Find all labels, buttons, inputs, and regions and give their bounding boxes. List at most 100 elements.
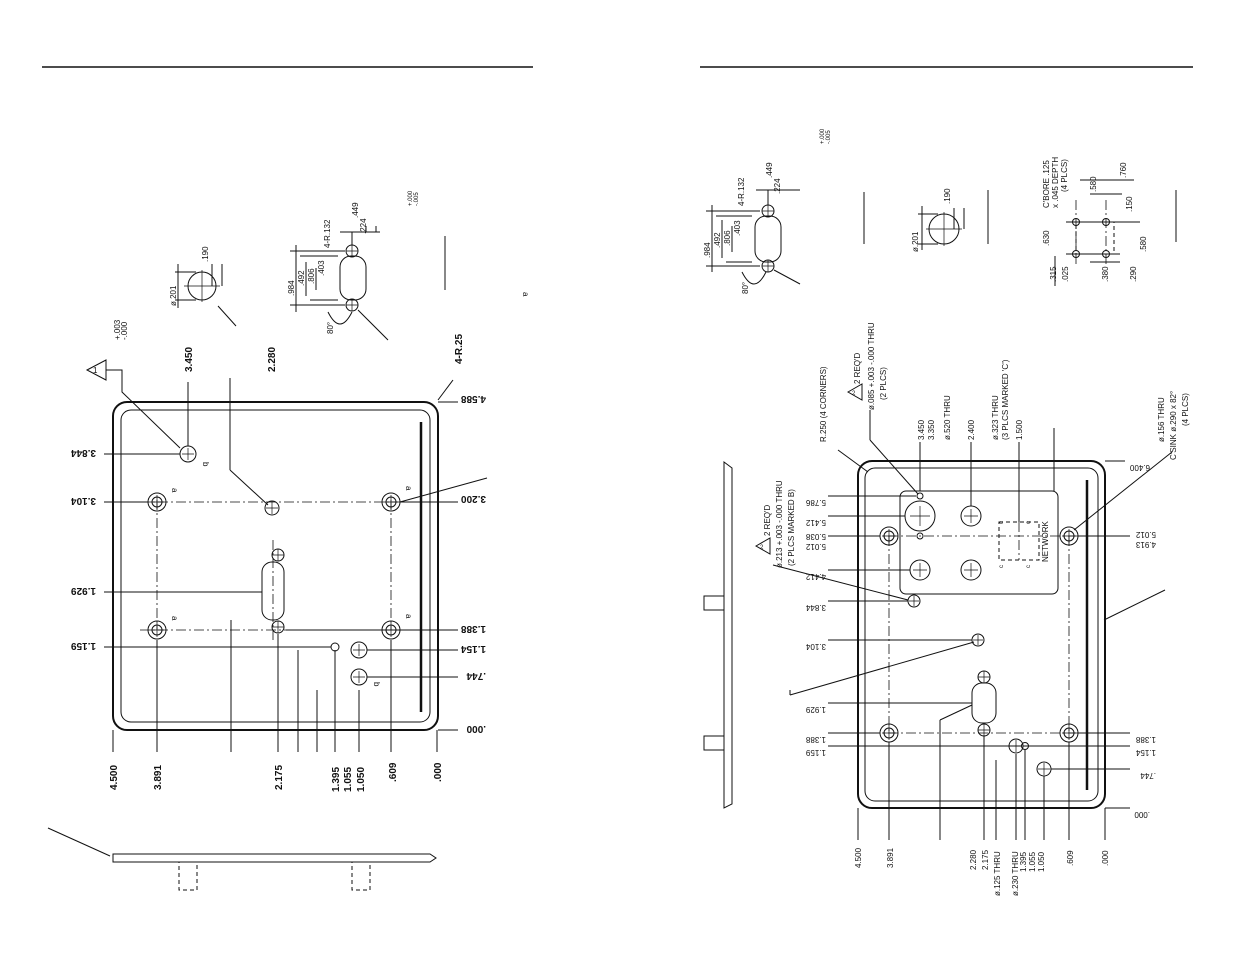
right-bottom-dims: 4.500 3.891 2.280 2.175 1.395 1.055 1.05…	[854, 847, 1110, 896]
right-extension-lines	[857, 428, 1106, 840]
label-a-4: a	[404, 614, 413, 619]
rdim-5012-r: 5.012	[1135, 530, 1156, 539]
rdsub-angle: 80°	[741, 282, 750, 294]
label-a-2: a	[404, 486, 413, 491]
cbore-630: .630	[1042, 230, 1051, 246]
label-a-top: a	[521, 292, 530, 297]
label-b-1: b	[201, 462, 210, 467]
rdim-1388-l: 1.388	[805, 735, 826, 744]
rnote-230: ø.230 THRU	[1011, 851, 1020, 896]
callout-1-number: 1	[93, 366, 98, 375]
cbore-line-1: C'BORE .125	[1042, 160, 1051, 208]
cbore-290: .290	[1129, 266, 1138, 282]
dsub-dim-492: .492	[297, 270, 306, 286]
left-mount-holes	[147, 445, 401, 686]
cbore-760: .760	[1119, 162, 1128, 178]
callout-2-number-top: 2	[852, 391, 856, 397]
csink-line-3: (4 PLCS)	[1181, 393, 1190, 426]
rhole-dim: .190	[943, 188, 952, 204]
dim-609: .609	[388, 762, 399, 782]
right-right-leaders	[772, 410, 1173, 809]
rdim-000: .000	[1101, 850, 1110, 866]
dim-2280: 2.280	[267, 347, 278, 372]
rdim-2175: 2.175	[981, 849, 990, 870]
callout-b-line-2: ø.213 +.003 -.000 THRU	[775, 480, 784, 568]
left-extension-lines	[112, 378, 438, 752]
cbore-580b: .580	[1139, 236, 1148, 252]
rdim-1154: 1.154	[1135, 748, 1156, 757]
cbore-line-2: x .045 DEPTH	[1051, 157, 1060, 208]
c-mark-1: c	[999, 521, 1005, 524]
rdim-1055: 1.055	[1028, 851, 1037, 872]
dsub-angle: 80°	[326, 322, 335, 334]
callout-2-number-left: 2	[760, 545, 764, 551]
dim-1154: 1.154	[461, 643, 486, 654]
rdsub-492: .492	[713, 232, 722, 248]
dsub-dim-403: .403	[317, 260, 326, 276]
cbore-150: .150	[1125, 196, 1134, 212]
dim-2400-r: 2.400	[967, 419, 976, 440]
hole-520-note: ø.520 THRU	[943, 395, 952, 440]
left-right-leaders	[104, 379, 488, 731]
rdim-1395: 1.395	[1019, 851, 1028, 872]
dsub-dim-449: .449	[351, 202, 360, 218]
dim-1500-r: 1.500	[1015, 419, 1024, 440]
rdim-6400: 6.400	[1129, 463, 1150, 472]
left-hole-crosshairs	[150, 448, 398, 683]
tolerance2-minus: -.005	[414, 192, 420, 206]
right-callout-2-left: 2 2 REQ'D ø.213 +.003 -.000 THRU (2 PLCS…	[754, 480, 796, 568]
rdim-3104: 3.104	[805, 642, 826, 651]
network-label: NETWORK	[1041, 520, 1050, 562]
right-network-cutout: NETWORK	[998, 520, 1050, 562]
dim-4588: 4.588	[461, 393, 486, 404]
rhole-dia: ø.201	[911, 231, 920, 252]
rdim-3844: 3.844	[805, 603, 826, 612]
rdim-1050: 1.050	[1037, 851, 1046, 872]
right-center-lines	[870, 535, 1090, 734]
rdim-5786: 5.786	[805, 498, 826, 507]
callout-a-line-3: (2 PLCS)	[879, 367, 888, 400]
rnote-125: ø.125 THRU	[993, 851, 1002, 896]
left-hole-dim: .190	[201, 246, 210, 262]
rdim-5412: 5.412	[805, 518, 826, 527]
rdim-4500: 4.500	[854, 847, 863, 868]
right-callout-2-top: 2 2 REQ'D ø.085 +.003 -.000 THRU (2 PLCS…	[846, 322, 888, 410]
rdsub-radius: 4-R.132	[737, 177, 746, 206]
left-top-dims: 3.450 2.280 4-R.25 +.003 -.000	[113, 319, 465, 372]
dim-000-right: .000	[466, 723, 486, 734]
label-a-1: a	[170, 488, 179, 493]
hole-323-note: ø.323 THRU	[991, 395, 1000, 440]
rdim-4913: 4.913	[1135, 540, 1156, 549]
dim-1395: 1.395	[331, 767, 342, 792]
right-top-notes: R.250 (4 CORNERS) 3.450 3.350 ø.520 THRU…	[819, 359, 1190, 460]
tolerance-plus: +.003	[113, 319, 122, 340]
left-plate-outline	[112, 401, 439, 731]
left-dsub-detail: .984 .492 .806 .403 4-R.132 .449 .224 80…	[287, 190, 446, 341]
right-c-markers: c c c c	[999, 521, 1032, 568]
dsub-radius: 4-R.132	[323, 219, 332, 248]
dim-744: .744	[466, 670, 486, 681]
rdim-2280: 2.280	[969, 849, 978, 870]
corner-radius-note: R.250 (4 CORNERS)	[819, 366, 828, 442]
corner-radius: 4-R.25	[454, 334, 465, 364]
rdim-5012-l: 5.012	[805, 542, 826, 551]
cbore-580: .580	[1089, 176, 1098, 192]
left-dsub-cutout	[261, 548, 285, 634]
dim-4500: 4.500	[109, 765, 120, 790]
callout-a-line-2: ø.085 +.003 -.000 THRU	[867, 322, 876, 410]
rdim-5038: 5.038	[805, 532, 826, 541]
dim-1159: 1.159	[71, 640, 96, 651]
left-callout-1	[85, 359, 181, 449]
dim-1929: 1.929	[71, 585, 96, 596]
left-hole-dia: ø.201	[169, 285, 178, 306]
rtol-minus: -.005	[826, 130, 832, 144]
rdsub-449: .449	[765, 162, 774, 178]
cbore-line-3: (4 PLCS)	[1060, 159, 1069, 192]
csink-line-1: ø.156 THRU	[1157, 397, 1166, 442]
rdsub-806: .806	[723, 230, 732, 246]
label-b-2: b	[372, 682, 381, 687]
right-hole-detail: ø.201 .190	[911, 188, 989, 252]
rdim-1159: 1.159	[805, 748, 826, 757]
cbore-380: .380	[1101, 266, 1110, 282]
